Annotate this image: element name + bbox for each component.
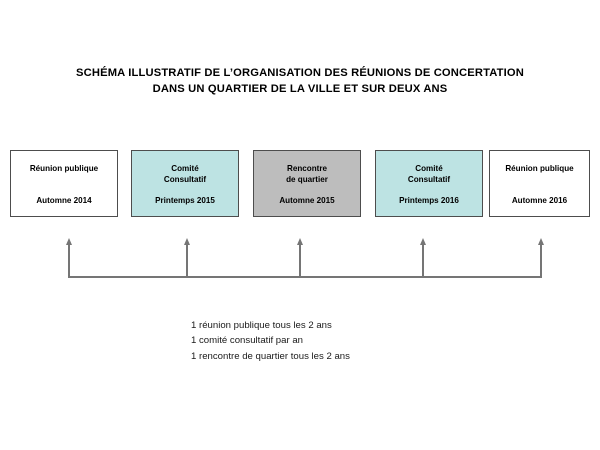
- title-line-2: DANS UN QUARTIER DE LA VILLE ET SUR DEUX…: [152, 82, 448, 95]
- event-box-period: Automne 2014: [36, 196, 92, 205]
- event-box-period: Automne 2015: [279, 196, 335, 205]
- timeline: [0, 236, 600, 286]
- event-box-period: Automne 2016: [511, 196, 568, 205]
- arrow-up-icon: [538, 238, 545, 245]
- event-box-label: Rencontre de quartier: [286, 164, 328, 184]
- timeline-tick-automne-2014: [66, 238, 73, 278]
- event-box-label: Réunion publique: [505, 164, 574, 173]
- event-box-label: Comité Consultatif: [407, 164, 451, 184]
- frequency-notes: 1 réunion publique tous les 2 ans 1 comit…: [191, 318, 491, 364]
- note-line: 1 réunion publique tous les 2 ans: [191, 320, 332, 331]
- timeline-tick-automne-2016: [538, 238, 545, 278]
- timeline-tick-automne-2015: [297, 238, 304, 278]
- event-box-label: Réunion publique: [29, 164, 99, 173]
- event-box-period: Printemps 2015: [155, 196, 215, 205]
- arrow-up-icon: [66, 238, 73, 245]
- event-box-period: Printemps 2016: [399, 196, 459, 205]
- title-line-1: SCHÉMA ILLUSTRATIF DE L’ORGANISATION DES…: [76, 67, 524, 79]
- arrow-up-icon: [184, 238, 191, 245]
- timeline-axis: [69, 276, 542, 279]
- timeline-tick-printemps-2015: [184, 238, 191, 278]
- arrow-up-icon: [420, 238, 427, 245]
- timeline-tick-printemps-2016: [420, 238, 427, 278]
- arrow-up-icon: [297, 238, 304, 245]
- page-title: SCHÉMA ILLUSTRATIF DE L’ORGANISATION DES…: [0, 66, 600, 97]
- note-line: 1 rencontre de quartier tous les 2 ans: [191, 350, 350, 362]
- event-box-label: Comité Consultatif: [163, 164, 207, 184]
- note-line: 1 comité consultatif par an: [191, 335, 303, 347]
